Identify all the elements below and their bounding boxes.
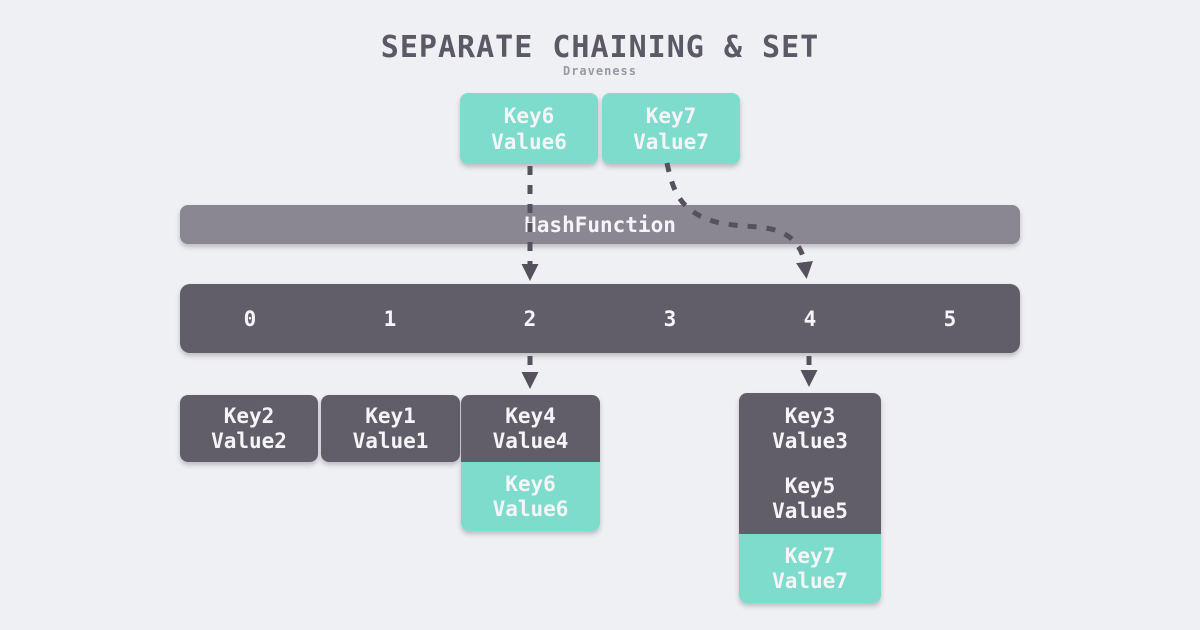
bucket-index-5: 5: [943, 306, 957, 331]
hash-function-label: HashFunction: [524, 212, 676, 237]
page-title: SEPARATE CHAINING & SET: [380, 30, 820, 65]
chain-bucket-2: Key4 Value4 Key6 Value6: [461, 395, 600, 531]
hash-function-bar: HashFunction: [180, 205, 1020, 244]
value-label: Value1: [352, 428, 429, 453]
key-label: Key1: [365, 403, 416, 428]
incoming-key-key7: Key7 Value7: [602, 93, 740, 164]
bucket-index-4: 4: [803, 306, 817, 331]
value-label: Value7: [772, 568, 848, 593]
incoming-key-key6: Key6 Value6: [460, 93, 598, 164]
key-label: Key6: [503, 103, 555, 128]
kv-pair: Key3 Value3: [772, 404, 848, 454]
kv-pair: Key2 Value2: [211, 404, 287, 454]
value-label: Value4: [492, 428, 569, 453]
value-label: Value5: [772, 498, 848, 523]
bucket-array: 0 1 2 3 4 5: [180, 284, 1020, 353]
key-label: Key3: [784, 403, 836, 428]
kv-pair: Key6 Value6: [493, 472, 569, 522]
kv-pair: Key4 Value4: [493, 404, 569, 454]
page-subtitle: Draveness: [562, 64, 638, 78]
kv-pair: Key1 Value1: [353, 404, 429, 454]
key-label: Key7: [784, 543, 836, 568]
key-label: Key2: [223, 403, 275, 428]
bucket-index-0: 0: [243, 306, 257, 331]
chain-node: Key7 Value7: [739, 534, 881, 603]
value-label: Value7: [633, 129, 709, 154]
chain-node: Key3 Value3 Key5 Value5: [739, 393, 881, 534]
key-label: Key4: [505, 403, 556, 428]
value-label: Value2: [211, 428, 287, 453]
value-label: Value6: [492, 496, 569, 521]
value-label: Value6: [491, 129, 567, 154]
chain-bucket-0: Key2 Value2: [180, 395, 318, 462]
bucket-index-1: 1: [383, 306, 397, 331]
kv-pair: Key7 Value7: [772, 544, 848, 594]
chain-bucket-4: Key3 Value3 Key5 Value5 Key7 Value7: [739, 393, 881, 603]
key-label: Key6: [505, 471, 556, 496]
kv-pair: Key5 Value5: [772, 474, 848, 524]
chain-node: Key4 Value4: [461, 395, 600, 462]
chain-node: Key2 Value2: [180, 395, 318, 462]
key-label: Key7: [645, 103, 697, 128]
chain-bucket-1: Key1 Value1: [321, 395, 460, 462]
key-label: Key5: [784, 473, 836, 498]
bucket-index-3: 3: [663, 306, 677, 331]
chain-node: Key1 Value1: [321, 395, 460, 462]
bucket-index-2: 2: [523, 306, 537, 331]
value-label: Value3: [772, 428, 848, 453]
chain-node: Key6 Value6: [461, 462, 600, 531]
